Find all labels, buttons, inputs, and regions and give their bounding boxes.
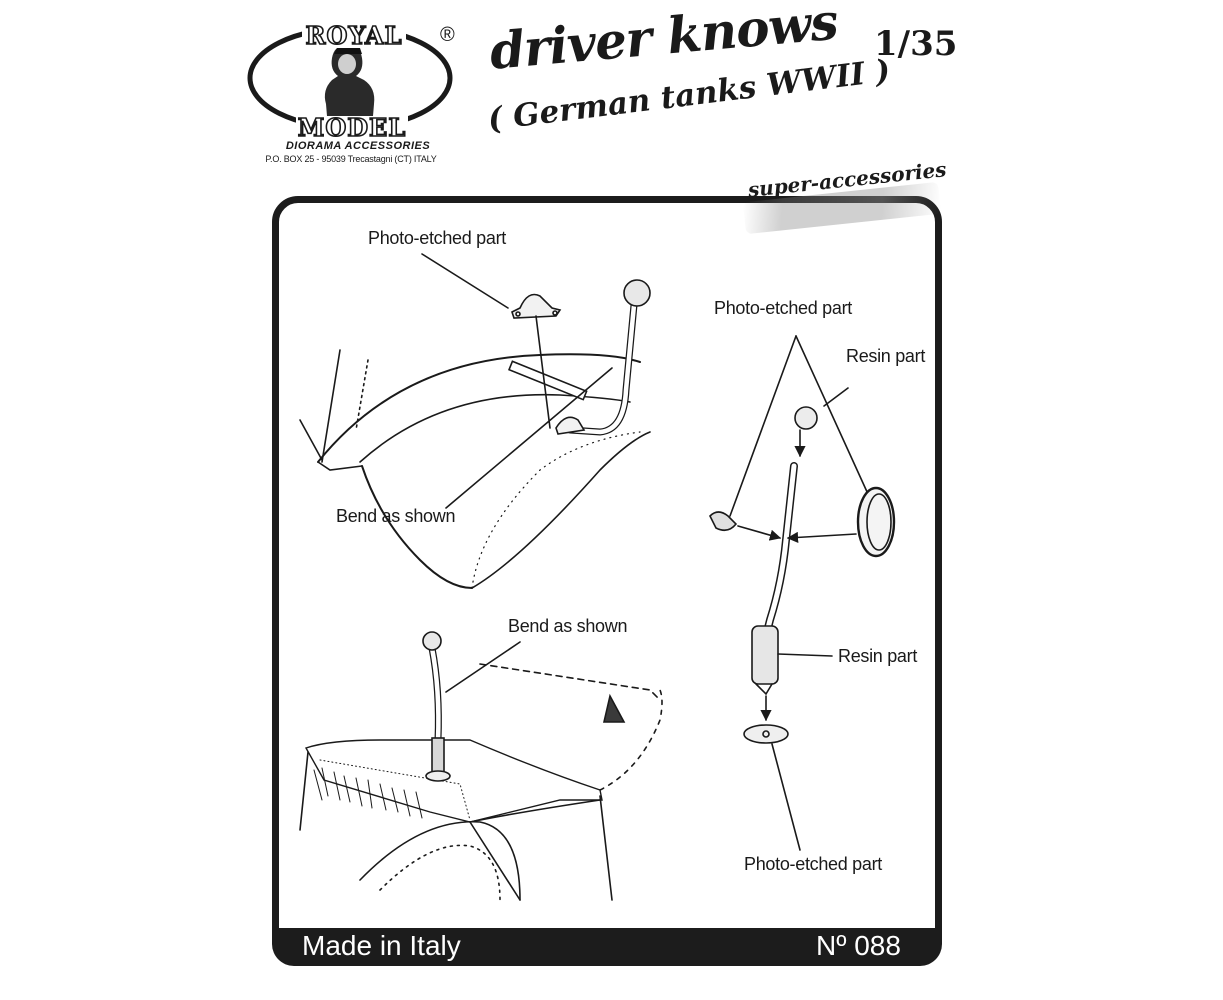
assembly-drawing (299, 253, 896, 901)
callout-photo-etched-right-bottom: Photo-etched part (744, 854, 882, 874)
product-number: Nº 088 (816, 930, 901, 961)
clamp-lower-icon (555, 416, 586, 435)
hull-bottom-left-drawing (299, 663, 663, 901)
face-icon (338, 54, 356, 74)
footer-bar (272, 928, 942, 966)
callout-bend-top-left: Bend as shown (336, 506, 456, 526)
scale-label: 1/35 (874, 24, 958, 64)
leader-photo-etched-top-left (421, 253, 509, 309)
fender-top-left-drawing (299, 349, 651, 589)
mirror-icon (856, 486, 896, 558)
leader-bend-bottom-left (445, 641, 521, 693)
bracket-photo-etched-icon (709, 511, 738, 532)
footer-origin: Made in Italy (302, 930, 461, 961)
hatch-icon (602, 693, 626, 723)
royal-model-logo: ROYAL MODEL (247, 20, 453, 143)
gear-lever-top-drawing (507, 301, 638, 436)
mirror-assembly-drawing (709, 335, 896, 851)
logo-name-top: ROYAL (306, 21, 403, 50)
leader-photo-etched-right-bottom (771, 743, 801, 851)
brand-subtitle: DIORAMA ACCESSORIES (285, 140, 431, 152)
gear-lever-bottom-drawing (425, 644, 451, 782)
logo-name-bottom: MODEL (298, 113, 406, 142)
figure-silhouette-icon (324, 44, 375, 128)
leader-resin-right-mid (777, 653, 833, 657)
leader-clamp-lower (535, 315, 551, 429)
clamp-photo-etched-icon (511, 293, 562, 319)
base-plate-icon (743, 724, 789, 744)
registered-mark: ® (440, 24, 455, 46)
callout-photo-etched-top-left: Photo-etched part (368, 228, 506, 248)
callout-resin-right-mid: Resin part (838, 646, 918, 666)
leader-resin-right-top (823, 387, 849, 407)
callout-bend-bottom-left: Bend as shown (508, 616, 628, 636)
instruction-frame (272, 196, 942, 966)
lever-knob-bottom-icon (422, 631, 442, 651)
brand-address: P.O. BOX 25 - 95039 Trecastagni (CT) ITA… (265, 154, 437, 164)
callout-resin-right-top: Resin part (846, 346, 926, 366)
resin-ball-icon (794, 406, 818, 430)
leader-photo-etched-right-a (729, 335, 797, 517)
callout-photo-etched-right-top: Photo-etched part (714, 298, 852, 318)
resin-body-icon (751, 625, 779, 685)
lever-knob-top-icon (623, 279, 651, 307)
leader-photo-etched-right-b (795, 335, 869, 495)
leader-bend-top-left (445, 367, 613, 509)
